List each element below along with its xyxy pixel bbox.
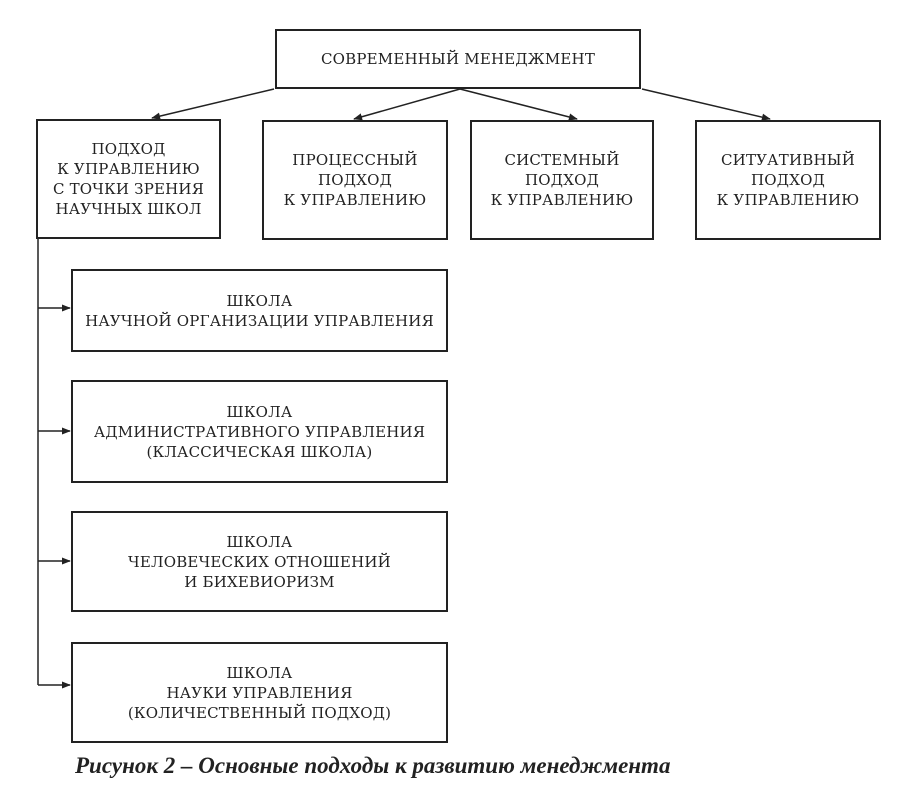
school-box-human-relations: ШКОЛА ЧЕЛОВЕЧЕСКИХ ОТНОШЕНИЙ И БИХЕВИОРИ… (71, 511, 448, 612)
school-label: ШКОЛА НАУЧНОЙ ОРГАНИЗАЦИИ УПРАВЛЕНИЯ (85, 291, 434, 330)
figure-caption: Рисунок 2 – Основные подходы к развитию … (75, 753, 671, 778)
school-box-management-science: ШКОЛА НАУКИ УПРАВЛЕНИЯ (КОЛИЧЕСТВЕННЫЙ П… (71, 642, 448, 743)
root-box-modern-management: СОВРЕМЕННЫЙ МЕНЕДЖМЕНТ (275, 29, 641, 89)
approach-label: ПРОЦЕССНЫЙ ПОДХОД К УПРАВЛЕНИЮ (283, 151, 427, 209)
approach-label: ПОДХОД К УПРАВЛЕНИЮ С ТОЧКИ ЗРЕНИЯ НАУЧН… (52, 140, 205, 218)
approach-box-systems: СИСТЕМНЫЙ ПОДХОД К УПРАВЛЕНИЮ (470, 120, 654, 240)
arrow-root-to-approach-4 (641, 88, 771, 121)
arrow-root-to-approach-1 (151, 88, 275, 120)
school-label: ШКОЛА НАУКИ УПРАВЛЕНИЯ (КОЛИЧЕСТВЕННЫЙ П… (127, 663, 392, 722)
school-label: ШКОЛА АДМИНИСТРАТИВНОГО УПРАВЛЕНИЯ (КЛАС… (93, 402, 426, 461)
approach-label: СИТУАТИВНЫЙ ПОДХОД К УПРАВЛЕНИЮ (716, 151, 860, 209)
school-box-scientific-management: ШКОЛА НАУЧНОЙ ОРГАНИЗАЦИИ УПРАВЛЕНИЯ (71, 269, 448, 352)
approach-box-process: ПРОЦЕССНЫЙ ПОДХОД К УПРАВЛЕНИЮ (262, 120, 448, 240)
school-box-administrative: ШКОЛА АДМИНИСТРАТИВНОГО УПРАВЛЕНИЯ (КЛАС… (71, 380, 448, 483)
school-label: ШКОЛА ЧЕЛОВЕЧЕСКИХ ОТНОШЕНИЙ И БИХЕВИОРИ… (128, 532, 391, 591)
arrow-root-to-approach-3 (459, 88, 578, 121)
root-label: СОВРЕМЕННЫЙ МЕНЕДЖМЕНТ (320, 50, 596, 68)
approach-label: СИСТЕМНЫЙ ПОДХОД К УПРАВЛЕНИЮ (490, 151, 634, 209)
approach-box-situational: СИТУАТИВНЫЙ ПОДХОД К УПРАВЛЕНИЮ (695, 120, 881, 240)
approach-box-scientific-schools: ПОДХОД К УПРАВЛЕНИЮ С ТОЧКИ ЗРЕНИЯ НАУЧН… (36, 119, 221, 239)
arrow-root-to-approach-2 (353, 88, 461, 121)
